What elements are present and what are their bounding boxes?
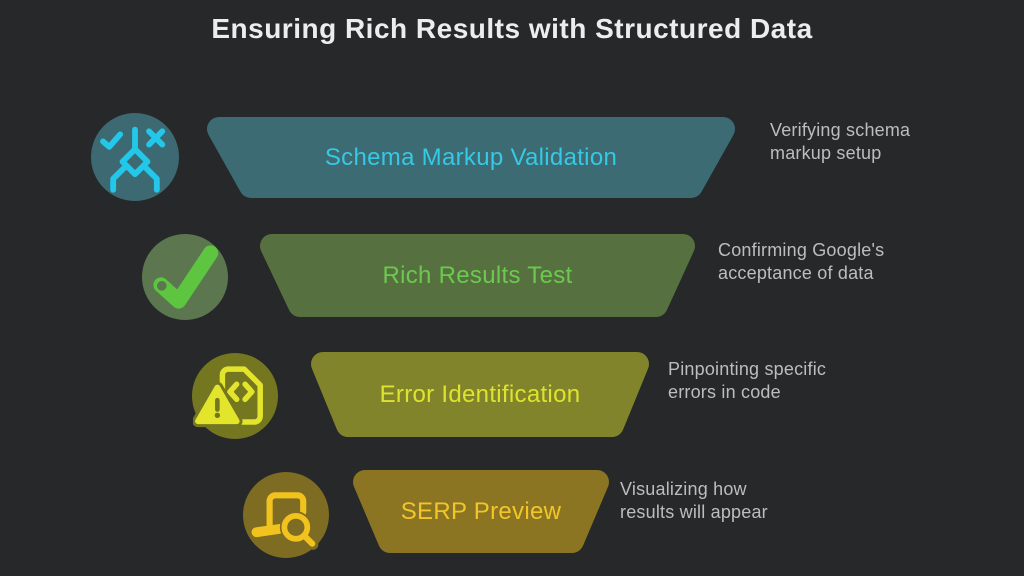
funnel-bar-2-label: Rich Results Test <box>382 261 573 289</box>
step-1-description-line-2: markup setup <box>770 143 882 163</box>
step-4-description: Visualizing how results will appear <box>620 478 768 524</box>
step-3-description-line-1: Pinpointing specific <box>668 359 827 379</box>
step-1-description-line-1: Verifying schema <box>770 120 911 140</box>
funnel-bar-3-label: Error Identification <box>379 380 581 408</box>
serp-search-icon <box>251 492 319 550</box>
code-error-icon-badge <box>192 353 278 439</box>
step-4-description-line-2: results will appear <box>620 502 768 522</box>
step-3-description-line-2: errors in code <box>668 382 781 402</box>
funnel-bar-2-shape <box>260 234 695 317</box>
checkmark-icon-badge <box>142 234 228 320</box>
funnel-bar-4-shape <box>353 470 609 553</box>
funnel-bar-1-label: Schema Markup Validation <box>324 143 618 171</box>
schema-validation-icon-badge <box>91 113 179 201</box>
checkmark-icon <box>153 245 219 309</box>
funnel-bar-4-label: SERP Preview <box>400 497 562 525</box>
page-title: Ensuring Rich Results with Structured Da… <box>211 13 813 44</box>
step-2-description: Confirming Google's acceptance of data <box>718 239 884 285</box>
step-2-description-line-2: acceptance of data <box>718 263 874 283</box>
funnel-bar-1-shape <box>207 117 735 198</box>
serp-search-icon-badge <box>243 472 329 558</box>
step-2-description-line-1: Confirming Google's <box>718 240 885 260</box>
funnel-bar-2: Rich Results Test <box>258 234 697 317</box>
step-1-description: Verifying schema markup setup <box>770 119 910 165</box>
funnel-bar-3: Error Identification <box>310 352 650 437</box>
schema-validation-icon <box>100 126 166 193</box>
funnel-bar-3-shape <box>311 352 649 437</box>
funnel-bar-4: SERP Preview <box>352 470 610 553</box>
funnel-bar-1: Schema Markup Validation <box>205 117 737 198</box>
code-error-icon <box>193 366 263 428</box>
step-3-description: Pinpointing specific errors in code <box>668 358 826 404</box>
step-4-description-line-1: Visualizing how <box>620 479 747 499</box>
